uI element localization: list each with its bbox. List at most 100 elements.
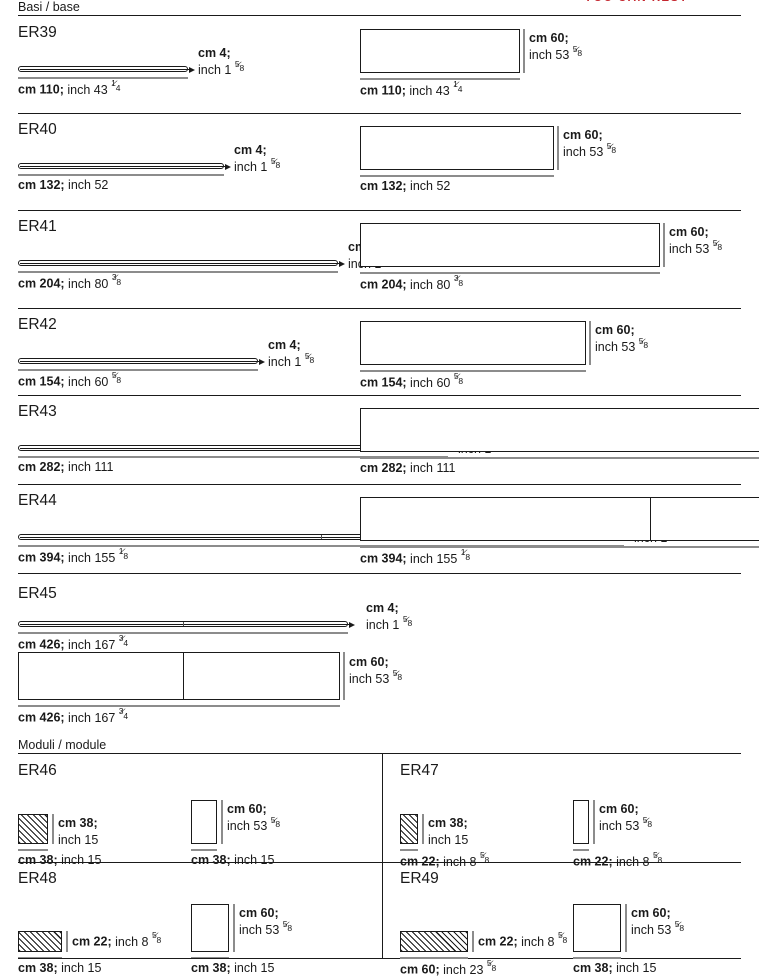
width-caption-er41: cm 204; inch 80 3⁄8 [18, 272, 122, 291]
height-caption-er49-left: cm 22; inch 8 5⁄8 [478, 930, 568, 949]
row-code-er47: ER47 [400, 762, 439, 779]
width-dimension-line [360, 78, 520, 80]
height-caption-er40: cm 60;inch 53 5⁄8 [563, 128, 617, 160]
hatched-module-er48-left [18, 931, 62, 952]
elevation-box-er43 [360, 408, 759, 452]
height-caption-er49-right: cm 60;inch 53 5⁄8 [631, 906, 685, 938]
row-separator [18, 395, 741, 396]
height-dimension-line [221, 800, 223, 844]
elevation-box-er41 [360, 223, 660, 267]
height-caption-er48-right: cm 60;inch 53 5⁄8 [239, 906, 293, 938]
width-dimension-line [18, 632, 348, 634]
banner-text: YOU CAN REST [584, 0, 688, 4]
width-dimension-line [191, 849, 217, 851]
row-code-er40: ER40 [18, 121, 57, 138]
width-dimension-line [18, 456, 448, 458]
height-caption-er47-left: cm 38;inch 15 [428, 816, 469, 847]
row-code-er49: ER49 [400, 870, 439, 887]
width-caption-er46-left: cm 38; inch 15 [18, 853, 102, 867]
width-caption-er49-left: cm 60; inch 23 5⁄8 [400, 958, 497, 977]
row-code-er45: ER45 [18, 585, 57, 602]
height-dimension-line [472, 931, 474, 952]
height-dimension-line [422, 814, 424, 844]
width-dimension-line [360, 272, 660, 274]
width-dimension-line [191, 957, 229, 959]
depth-caption-er42: cm 4;inch 1 5⁄8 [268, 338, 315, 370]
width-caption-er45-bottom: cm 426; inch 167 3⁄4 [18, 706, 129, 725]
elevation-box-er48-right [191, 904, 229, 952]
hatched-module-er46-left [18, 814, 48, 844]
height-dimension-line [663, 223, 665, 267]
width-dimension-line [18, 174, 224, 176]
width-dimension-line [18, 957, 62, 959]
section-rule-moduli [18, 753, 741, 754]
row-separator [18, 958, 741, 959]
width-caption-er44: cm 394; inch 155 1⁄8 [18, 546, 129, 565]
height-dimension-line [625, 904, 627, 952]
width-dimension-line [18, 77, 188, 79]
elevation-box-er40 [360, 126, 554, 170]
profile-bar-nib [259, 358, 265, 365]
height-dimension-line [557, 126, 559, 170]
height-dimension-line [233, 904, 235, 952]
width-dimension-line [573, 849, 589, 851]
width-dimension-line [360, 175, 554, 177]
width-dimension-line [400, 957, 468, 959]
section-rule-basi [18, 15, 741, 16]
width-caption-er43: cm 282; inch 111 [18, 460, 114, 474]
row-code-er48: ER48 [18, 870, 57, 887]
width-dimension-line [18, 271, 338, 273]
row-separator [18, 862, 741, 863]
height-caption-er45: cm 60;inch 53 5⁄8 [349, 655, 403, 687]
height-caption-er41: cm 60;inch 53 5⁄8 [669, 225, 723, 257]
width-caption-right-er44: cm 394; inch 155 1⁄8 [360, 547, 471, 566]
height-caption-er39: cm 60;inch 53 5⁄8 [529, 31, 583, 63]
height-dimension-line [343, 652, 345, 700]
row-code-er42: ER42 [18, 316, 57, 333]
profile-bar-nib [339, 260, 345, 267]
height-dimension-line [523, 29, 525, 73]
elevation-box-er44 [360, 497, 759, 541]
profile-bar-er41 [18, 260, 340, 266]
width-dimension-line [360, 546, 759, 548]
row-separator [18, 113, 741, 114]
width-caption-er47-right: cm 22; inch 8 5⁄8 [573, 850, 663, 869]
row-separator [18, 210, 741, 211]
width-dimension-line [360, 370, 586, 372]
top-banner: YOU CAN REST [0, 0, 759, 7]
depth-caption-er40: cm 4;inch 1 5⁄8 [234, 143, 281, 175]
box-divider [183, 653, 184, 699]
profile-bar-nib [189, 66, 195, 73]
depth-caption-er39: cm 4;inch 1 5⁄8 [198, 46, 245, 78]
profile-bar-nib [225, 163, 231, 170]
width-dimension-line [573, 957, 621, 959]
height-caption-er48-left: cm 22; inch 8 5⁄8 [72, 930, 162, 949]
profile-bar-centre-tick [321, 535, 322, 539]
profile-bar-nib [349, 621, 355, 628]
width-dimension-line [18, 705, 340, 707]
height-caption-er46-left: cm 38;inch 15 [58, 816, 99, 847]
width-caption-er42: cm 154; inch 60 5⁄8 [18, 370, 122, 389]
width-caption-right-er41: cm 204; inch 80 3⁄8 [360, 273, 464, 292]
row-code-er41: ER41 [18, 218, 57, 235]
width-dimension-line [360, 457, 759, 459]
row-separator [18, 308, 741, 309]
elevation-box-er45 [18, 652, 340, 700]
width-dimension-line [18, 369, 258, 371]
box-divider [650, 498, 651, 540]
height-caption-er42: cm 60;inch 53 5⁄8 [595, 323, 649, 355]
depth-caption-er45: cm 4;inch 1 5⁄8 [366, 601, 413, 633]
profile-bar-er40 [18, 163, 226, 169]
elevation-box-er47-right [573, 800, 589, 844]
height-caption-er47-right: cm 60;inch 53 5⁄8 [599, 802, 653, 834]
profile-bar-er39 [18, 66, 190, 72]
width-caption-er40: cm 132; inch 52 [18, 178, 109, 192]
elevation-box-er46-right [191, 800, 217, 844]
height-dimension-line [52, 814, 54, 844]
